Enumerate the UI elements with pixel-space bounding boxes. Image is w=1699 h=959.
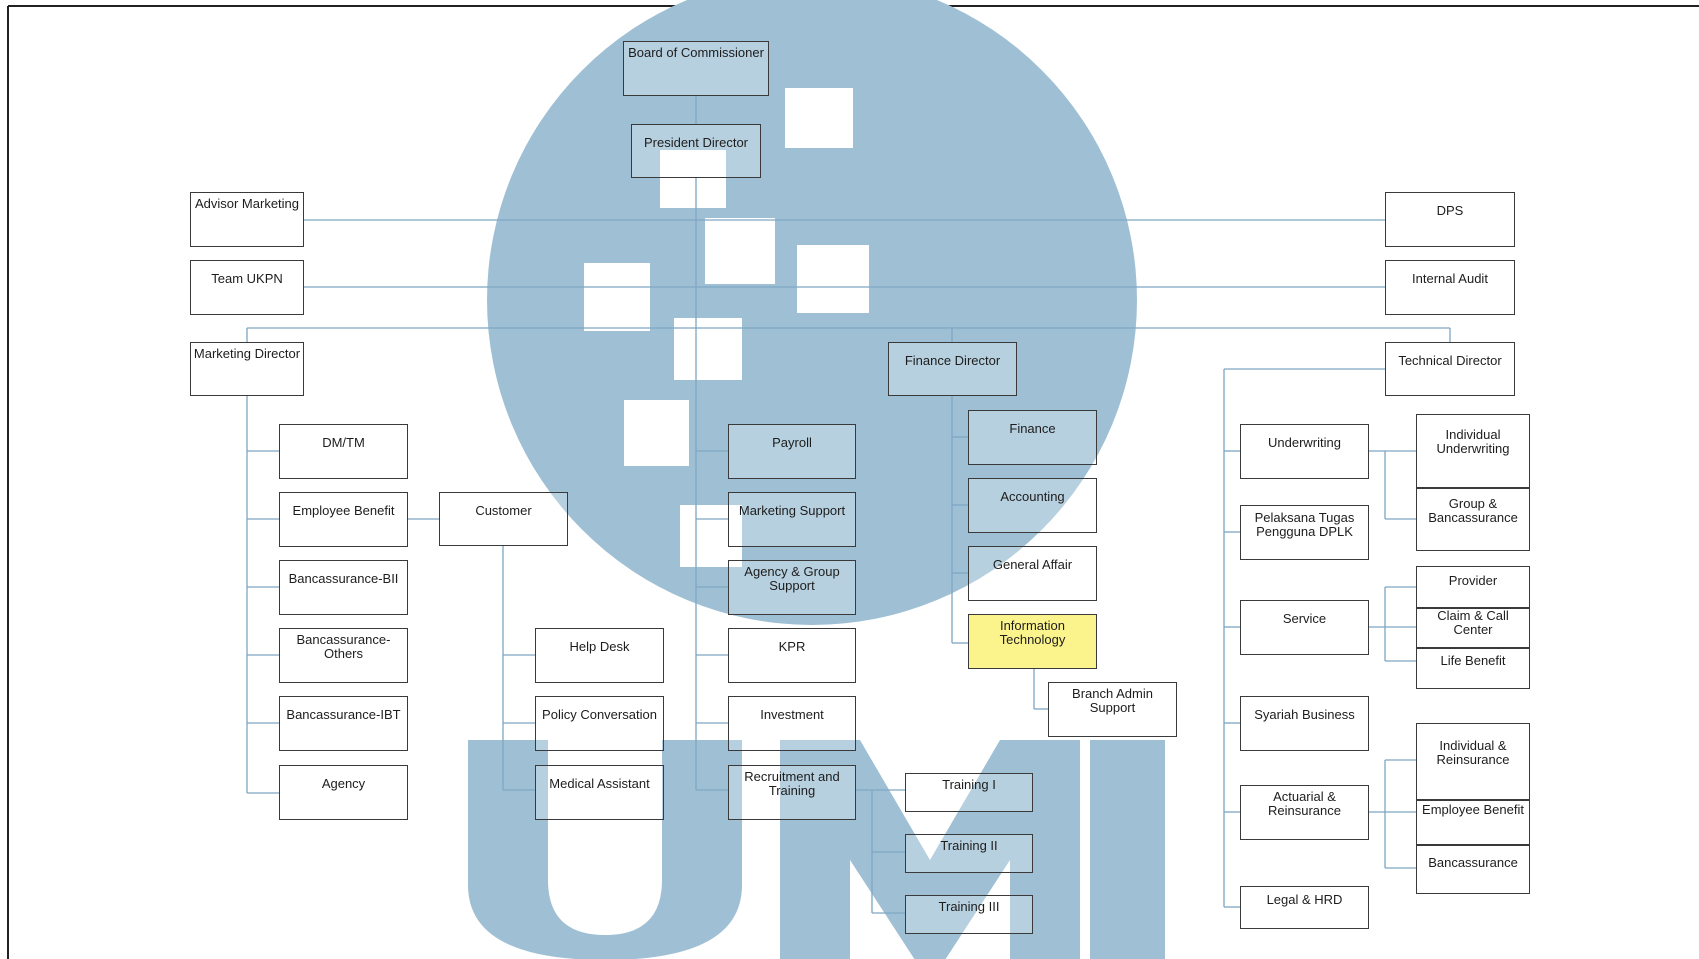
group-bancassurance-label: Group & Bancassurance xyxy=(1428,496,1518,525)
training-iii-label: Training III xyxy=(938,899,1000,914)
finance-director-box: Finance Director xyxy=(888,342,1017,396)
general-affair-box: General Affair xyxy=(968,546,1097,601)
policy-conversation-box: Policy Conversation xyxy=(535,696,664,751)
branch-admin-support-box: Branch Admin Support xyxy=(1048,682,1177,737)
recruitment-training-label: Recruitment and Training xyxy=(744,769,840,798)
kpr-label: KPR xyxy=(778,639,806,654)
president-director-label: President Director xyxy=(643,135,749,150)
underwriting-label: Underwriting xyxy=(1268,435,1341,450)
agency-group-support-box: Agency & Group Support xyxy=(728,560,856,615)
provider-box: Provider xyxy=(1416,566,1530,608)
kpr-box: KPR xyxy=(728,628,856,683)
training-i-box: Training I xyxy=(905,773,1033,812)
individual-underwriting-box: Individual Underwriting xyxy=(1416,414,1530,488)
legal-hrd-label: Legal & HRD xyxy=(1266,892,1343,907)
agency-box: Agency xyxy=(279,765,408,820)
finance-label: Finance xyxy=(1009,421,1056,436)
finance-box: Finance xyxy=(968,410,1097,465)
bancassurance-bii-box: Bancassurance-BII xyxy=(279,560,408,615)
dm-tm-box: DM/TM xyxy=(279,424,408,479)
bancassurance-label: Bancassurance xyxy=(1428,855,1518,870)
bancassurance-ibt-label: Bancassurance-IBT xyxy=(286,707,401,722)
training-ii-box: Training II xyxy=(905,834,1033,873)
medical-assistant-label: Medical Assistant xyxy=(549,776,650,791)
help-desk-box: Help Desk xyxy=(535,628,664,683)
marketing-support-box: Marketing Support xyxy=(728,492,856,547)
internal-audit-label: Internal Audit xyxy=(1412,271,1488,286)
technical-director-box: Technical Director xyxy=(1385,342,1515,396)
advisor-marketing-box: Advisor Marketing xyxy=(190,192,304,247)
individual-reinsurance-label: Individual & Reinsurance xyxy=(1436,738,1510,767)
payroll-box: Payroll xyxy=(728,424,856,479)
life-benefit-label: Life Benefit xyxy=(1440,653,1506,668)
employee-benefit-box: Employee Benefit xyxy=(279,492,408,547)
dm-tm-label: DM/TM xyxy=(322,435,365,450)
recruitment-training-box: Recruitment and Training xyxy=(728,765,856,820)
life-benefit-box: Life Benefit xyxy=(1416,648,1530,689)
medical-assistant-box: Medical Assistant xyxy=(535,765,664,820)
president-director-box: President Director xyxy=(631,124,761,178)
syariah-business-label: Syariah Business xyxy=(1254,707,1355,722)
customer-box: Customer xyxy=(439,492,568,546)
bancassurance-bii-label: Bancassurance-BII xyxy=(288,571,399,586)
underwriting-box: Underwriting xyxy=(1240,424,1369,479)
employee-benefit-2-label: Employee Benefit xyxy=(1422,802,1524,817)
policy-conversation-label: Policy Conversation xyxy=(542,707,657,722)
accounting-label: Accounting xyxy=(1000,489,1065,504)
syariah-business-box: Syariah Business xyxy=(1240,696,1369,751)
payroll-label: Payroll xyxy=(772,435,812,450)
help-desk-label: Help Desk xyxy=(569,639,630,654)
pelaksana-tugas-label: Pelaksana Tugas Pengguna DPLK xyxy=(1254,510,1355,539)
claim-call-center-box: Claim & Call Center xyxy=(1416,608,1530,648)
pelaksana-tugas-box: Pelaksana Tugas Pengguna DPLK xyxy=(1240,505,1369,560)
bancassurance-others-box: Bancassurance-Others xyxy=(279,628,408,683)
agency-label: Agency xyxy=(321,776,366,791)
training-i-label: Training I xyxy=(942,777,996,792)
legal-hrd-box: Legal & HRD xyxy=(1240,886,1369,929)
board-of-commissioner-box: Board of Commissioner xyxy=(623,41,769,96)
technical-director-label: Technical Director xyxy=(1398,353,1502,368)
general-affair-label: General Affair xyxy=(992,557,1073,572)
individual-underwriting-label: Individual Underwriting xyxy=(1436,427,1510,456)
employee-benefit-2-box: Employee Benefit xyxy=(1416,800,1530,845)
agency-group-support-label: Agency & Group Support xyxy=(744,564,840,593)
dps-box: DPS xyxy=(1385,192,1515,247)
marketing-director-label: Marketing Director xyxy=(193,346,301,361)
bancassurance-ibt-box: Bancassurance-IBT xyxy=(279,696,408,751)
individual-reinsurance-box: Individual & Reinsurance xyxy=(1416,723,1530,800)
investment-box: Investment xyxy=(728,696,856,751)
finance-director-label: Finance Director xyxy=(904,353,1001,368)
actuarial-reinsurance-label: Actuarial & Reinsurance xyxy=(1268,789,1341,818)
customer-label: Customer xyxy=(475,503,532,518)
service-label: Service xyxy=(1282,611,1327,626)
bancassurance-box: Bancassurance xyxy=(1416,845,1530,894)
information-technology-label: Information Technology xyxy=(999,618,1066,647)
provider-label: Provider xyxy=(1448,573,1498,588)
investment-label: Investment xyxy=(760,707,824,722)
branch-admin-support-label: Branch Admin Support xyxy=(1072,686,1153,715)
marketing-director-box: Marketing Director xyxy=(190,342,304,396)
employee-benefit-label: Employee Benefit xyxy=(292,503,395,518)
board-of-commissioner-label: Board of Commissioner xyxy=(628,45,764,60)
claim-call-center-label: Claim & Call Center xyxy=(1437,608,1509,637)
actuarial-reinsurance-box: Actuarial & Reinsurance xyxy=(1240,785,1369,840)
information-technology-box: Information Technology xyxy=(968,614,1097,669)
team-ukpn-box: Team UKPN xyxy=(190,260,304,315)
training-ii-label: Training II xyxy=(940,838,998,853)
advisor-marketing-label: Advisor Marketing xyxy=(194,196,300,211)
internal-audit-box: Internal Audit xyxy=(1385,260,1515,315)
bancassurance-others-label: Bancassurance-Others xyxy=(296,632,391,661)
dps-label: DPS xyxy=(1436,203,1464,218)
team-ukpn-label: Team UKPN xyxy=(211,271,283,286)
accounting-box: Accounting xyxy=(968,478,1097,533)
service-box: Service xyxy=(1240,600,1369,655)
group-bancassurance-box: Group & Bancassurance xyxy=(1416,488,1530,551)
marketing-support-label: Marketing Support xyxy=(738,503,846,518)
training-iii-box: Training III xyxy=(905,895,1033,934)
